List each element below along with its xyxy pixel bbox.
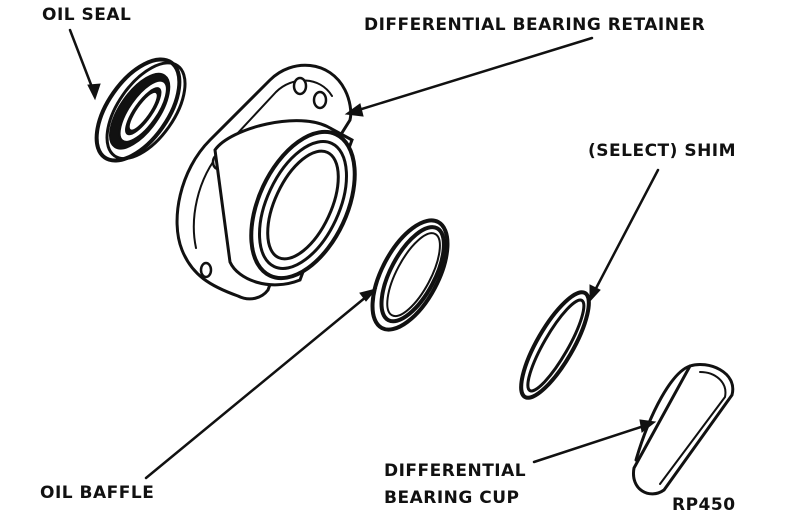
differential-bearing-cup-label-line1: DIFFERENTIAL <box>384 461 527 481</box>
differential-bearing-cup-label-line2: BEARING CUP <box>384 488 520 508</box>
figure-code-label: RP450 <box>672 495 736 515</box>
differential-bearing-retainer-part <box>175 63 357 301</box>
oil-baffle-label: OIL BAFFLE <box>40 483 155 503</box>
leader-lines <box>68 28 660 480</box>
oil-seal-label: OIL SEAL <box>42 5 132 25</box>
select-shim-label: (SELECT) SHIM <box>588 141 737 161</box>
differential-bearing-retainer-label: DIFFERENTIAL BEARING RETAINER <box>364 15 706 35</box>
differential-bearing-cup-part <box>632 363 735 496</box>
select-shim-part <box>519 290 591 400</box>
oil-baffle-part <box>370 218 450 332</box>
oil-seal-part <box>94 57 187 163</box>
